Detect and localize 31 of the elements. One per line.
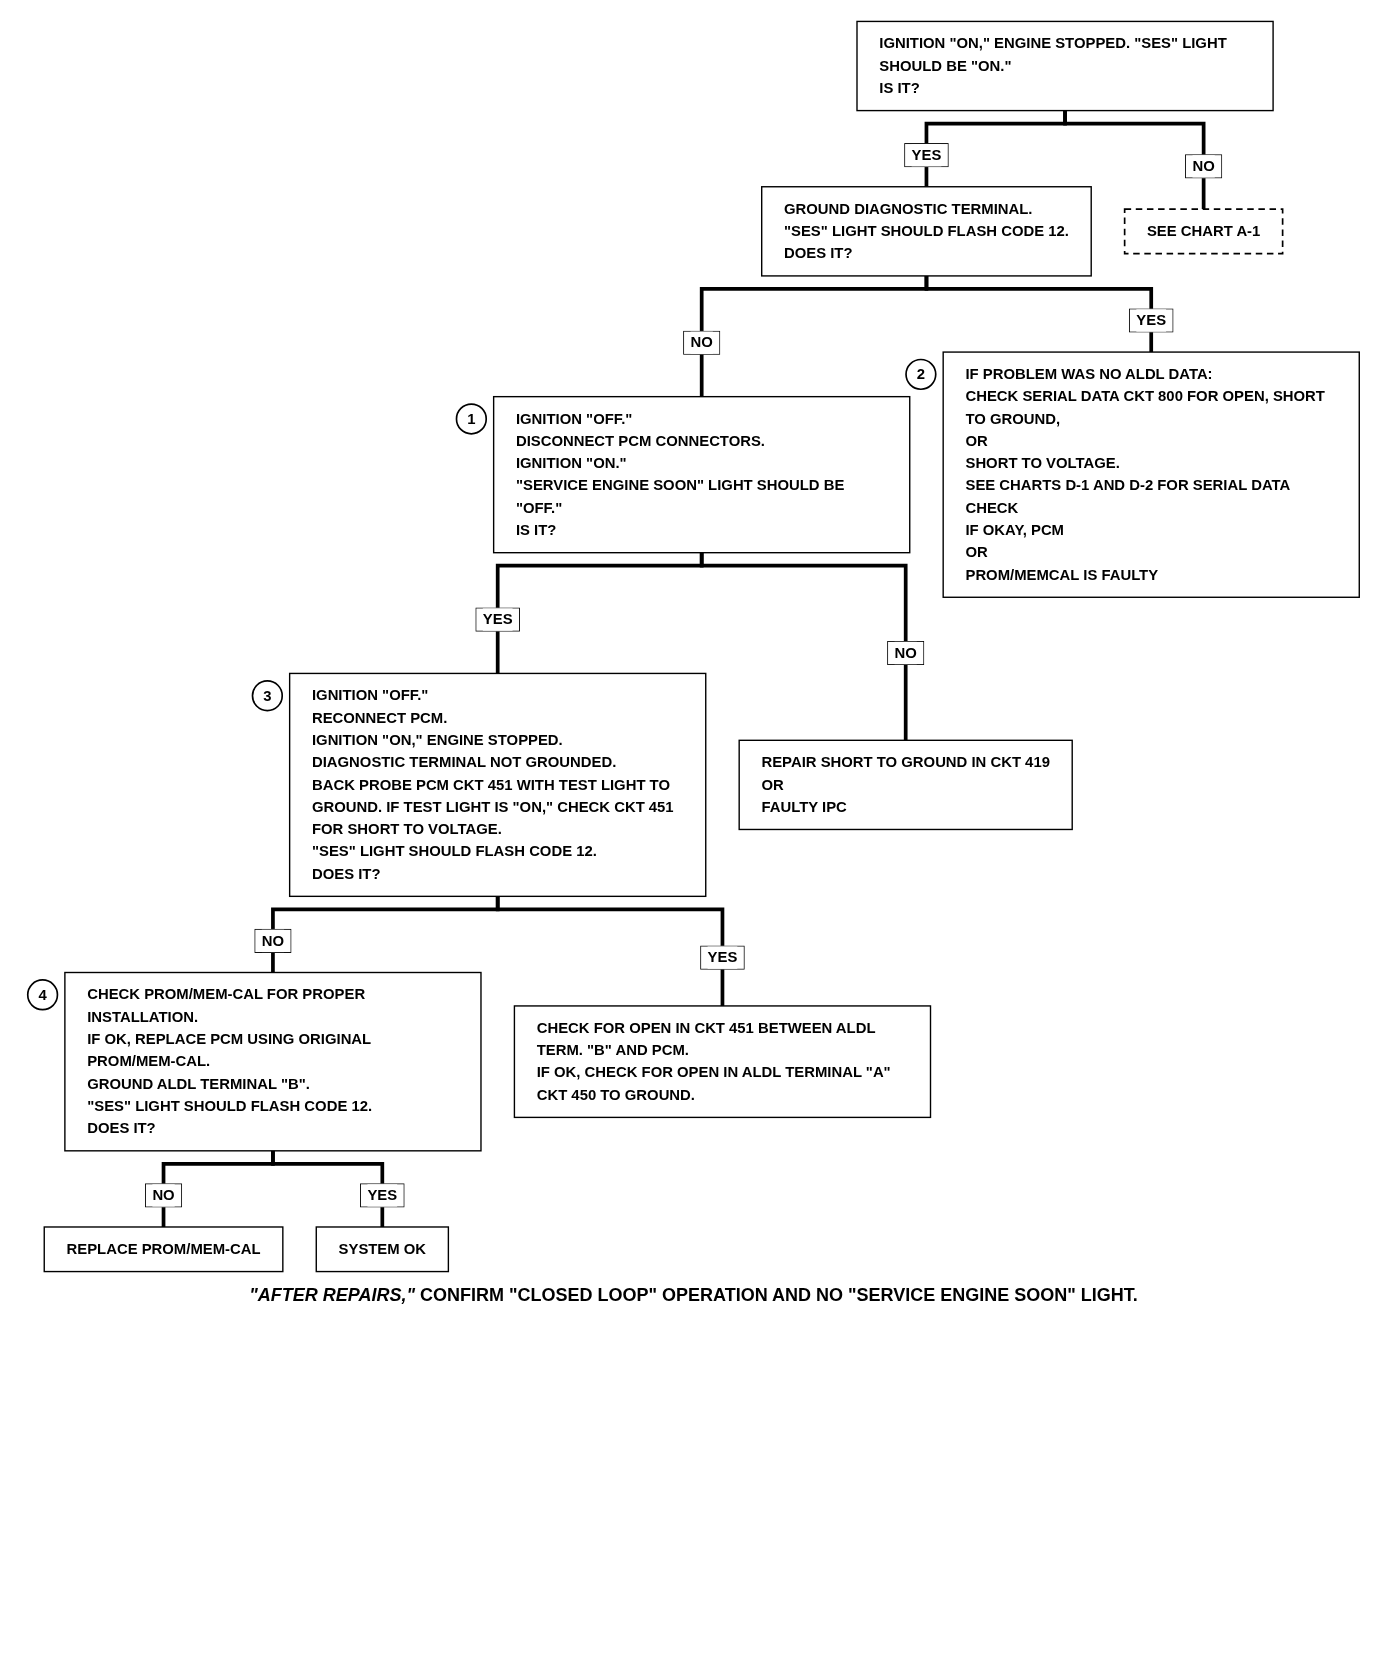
- connector-line: [495, 896, 725, 1006]
- process-box: SYSTEM OK: [315, 1226, 450, 1273]
- callout-number: 2: [905, 358, 937, 391]
- edge-label: YES: [360, 1183, 405, 1208]
- edge-label: NO: [144, 1183, 183, 1208]
- edge-label: NO: [1185, 154, 1223, 179]
- callout-number: 4: [26, 979, 59, 1011]
- edge-label: NO: [887, 640, 925, 666]
- process-box: IGNITION "ON," ENGINE STOPPED. "SES" LIGHT SHOULD BE "ON." IS IT?: [856, 20, 1274, 112]
- process-box: CHECK PROM/MEM-CAL FOR PROPER INSTALLATION. IF OK, REPLACE PCM USING ORIGINAL PROM/MEM-CAL. GROUND ALDL TERMINAL "B". "SES" LIGHT SHOULD FLASH CODE 12. DOES IT?: [64, 971, 482, 1152]
- process-box: CHECK FOR OPEN IN CKT 451 BETWEEN ALDL TERM. "B" AND PCM. IF OK, CHECK FOR OPEN IN ALDL TERMINAL "A" CKT 450 TO GROUND.: [513, 1005, 932, 1119]
- connector-line: [1063, 110, 1206, 210]
- edge-label: YES: [700, 945, 745, 970]
- connector-line: [271, 1150, 385, 1227]
- callout-number: 1: [455, 403, 488, 435]
- edge-label: YES: [475, 607, 520, 632]
- process-box: REPAIR SHORT TO GROUND IN CKT 419 OR FAULTY IPC: [738, 739, 1073, 831]
- process-box: IF PROBLEM WAS NO ALDL DATA: CHECK SERIAL DATA CKT 800 FOR OPEN, SHORT TO GROUND, OR SHORT TO VOLTAGE. SEE CHARTS D-1 AND D-2 FOR SERIAL DATA CHECK IF OKAY, PCM OR PROM/MEMCAL IS FAULTY: [942, 351, 1360, 598]
- process-box: GROUND DIAGNOSTIC TERMINAL. "SES" LIGHT SHOULD FLASH CODE 12. DOES IT?: [761, 186, 1092, 277]
- edge-label: NO: [254, 928, 292, 953]
- edge-label: YES: [1128, 308, 1174, 333]
- process-box: IGNITION "OFF." RECONNECT PCM. IGNITION "ON," ENGINE STOPPED. DIAGNOSTIC TERMINAL NOT GROUNDED. BACK PROBE PCM CKT 451 WITH TEST LIGHT TO GROUND. IF TEST LIGHT IS "ON," CHECK CKT 451 FOR SHORT TO VOLTAGE. "SES" LIGHT SHOULD FLASH CODE 12. DOES IT?: [288, 672, 707, 898]
- caption: "AFTER REPAIRS," CONFIRM "CLOSED LOOP" OPERATION AND NO "SERVICE ENGINE SOON" LIGHT.: [248, 1285, 1139, 1306]
- callout-number: 3: [251, 680, 284, 712]
- process-box: REPLACE PROM/MEM-CAL: [43, 1226, 284, 1273]
- edge-label: NO: [683, 330, 721, 355]
- edge-label: YES: [904, 143, 949, 168]
- connector-line: [924, 275, 1154, 353]
- process-box: IGNITION "OFF." DISCONNECT PCM CONNECTORS. IGNITION "ON." "SERVICE ENGINE SOON" LIGHT SHOULD BE "OFF." IS IT?: [492, 395, 911, 554]
- connector-line: [699, 552, 908, 741]
- reference-box: SEE CHART A-1: [1123, 208, 1284, 255]
